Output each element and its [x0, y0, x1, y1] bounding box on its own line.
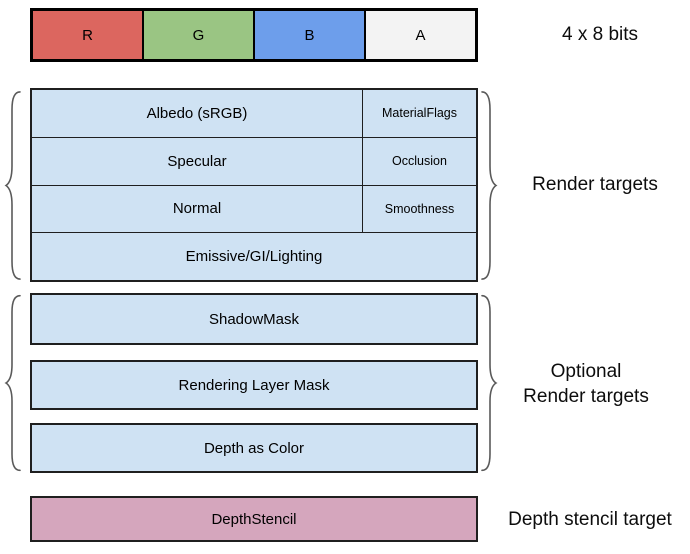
render-targets-table: Albedo (sRGB) MaterialFlags Specular Occ…: [30, 88, 478, 282]
depthstencil-box: DepthStencil: [30, 496, 478, 542]
optional-label-line1: Optional: [550, 361, 622, 382]
table-row: Emissive/GI/Lighting: [32, 232, 476, 280]
optional-render-targets-label: Optional Render targets: [490, 359, 682, 409]
depth-stencil-target-label: Depth stencil target: [508, 509, 672, 530]
emissive-cell: Emissive/GI/Lighting: [185, 248, 323, 266]
left-brace-render-targets: [2, 88, 24, 283]
optional-label-line2: Render targets: [523, 386, 649, 407]
right-brace-optional-targets: [478, 292, 500, 474]
materialflags-cell: MaterialFlags: [362, 90, 476, 137]
channel-g-cell: G: [142, 11, 253, 59]
albedo-cell: Albedo (sRGB): [146, 104, 248, 122]
rendering-layer-mask-box: Rendering Layer Mask: [30, 360, 478, 410]
bits-label: 4 x 8 bits: [561, 24, 639, 45]
normal-cell: Normal: [172, 200, 222, 218]
channel-a-cell: A: [364, 11, 475, 59]
occlusion-cell: Occlusion: [362, 137, 476, 185]
depth-as-color-box: Depth as Color: [30, 423, 478, 473]
render-targets-label: Render targets: [532, 174, 658, 195]
smoothness-cell: Smoothness: [362, 185, 476, 233]
left-brace-optional-targets: [2, 292, 24, 474]
channel-b-cell: B: [253, 11, 364, 59]
rgba-channel-bar: R G B A: [30, 8, 478, 62]
shadowmask-box: ShadowMask: [30, 293, 478, 345]
table-row: Specular Occlusion: [32, 136, 476, 185]
specular-cell: Specular: [167, 152, 227, 170]
table-row: Normal Smoothness: [32, 184, 476, 233]
table-row: Albedo (sRGB) MaterialFlags: [32, 90, 476, 137]
right-brace-render-targets: [478, 88, 500, 283]
channel-r-cell: R: [33, 11, 142, 59]
